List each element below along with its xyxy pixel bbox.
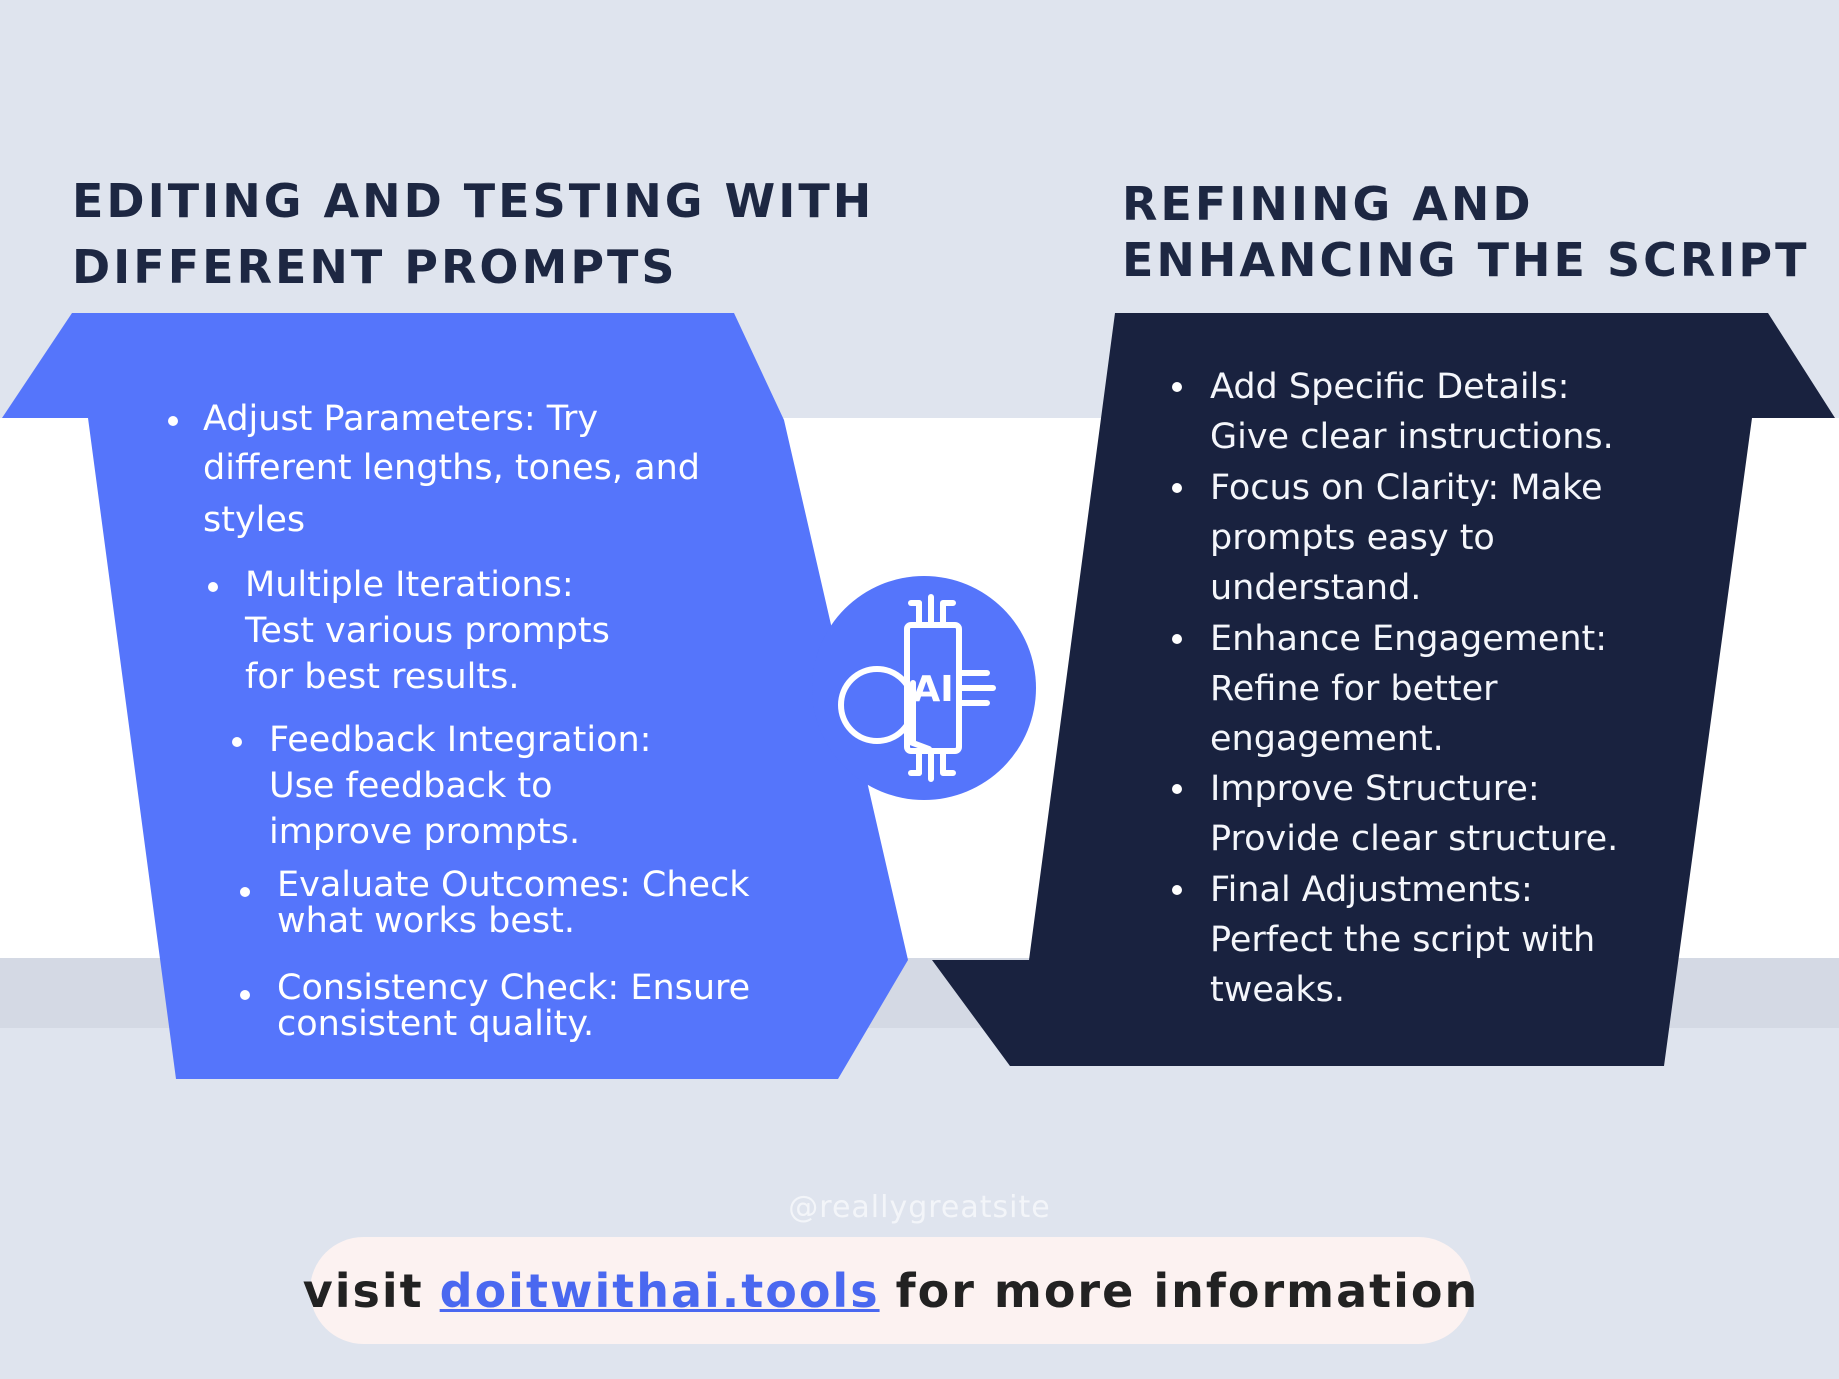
list-item-text: Adjust Parameters: Try different lengths… [203,396,700,546]
line: Adjust Parameters: Try [203,399,599,439]
line: engagement. [1210,719,1444,759]
logo-circle [812,576,1036,800]
bullet-dot [240,990,250,1000]
line: what works best. [277,901,575,941]
line: Feedback Integration: [269,720,652,760]
line: Use feedback to [269,766,553,806]
list-item-text: Add Specific Details: Give clear instruc… [1210,362,1614,462]
list-item-text: Improve Structure: Provide clear structu… [1210,764,1618,864]
bullet-dot [168,416,178,426]
logo-lines [838,594,996,782]
line: Final Adjustments: [1210,870,1533,910]
list-item-text: Multiple Iterations: Test various prompt… [245,562,610,700]
list-item: Add Specific Details: Give clear instruc… [1172,362,1614,462]
line: Focus on Clarity: Make [1210,468,1603,508]
left-heading: EDITING AND TESTING WITH DIFFERENT PROMP… [72,168,874,300]
line: styles [203,500,306,540]
list-item-text: Evaluate Outcomes: Check what works best… [277,867,750,939]
line: Provide clear structure. [1210,819,1619,859]
social-handle: @reallygreatsite [788,1190,1051,1225]
list-item: Consistency Check: Ensure consistent qua… [240,970,750,1042]
left-heading-line-2: DIFFERENT PROMPTS [72,240,678,294]
bullet-dot [1172,885,1182,895]
ai-chip-logo-icon: AI [812,576,1036,800]
line: Refine for better [1210,669,1498,709]
list-item: Adjust Parameters: Try different lengths… [168,396,700,546]
line: Multiple Iterations: [245,565,574,605]
line: understand. [1210,568,1422,608]
line: prompts easy to [1210,518,1495,558]
bullet-dot [240,887,250,897]
list-item-text: Enhance Engagement: Refine for better en… [1210,614,1607,764]
line: different lengths, tones, and [203,448,701,488]
list-item-text: Final Adjustments: Perfect the script wi… [1210,865,1595,1015]
bullet-dot [208,582,218,592]
list-item: Enhance Engagement: Refine for better en… [1172,614,1607,764]
line: Evaluate Outcomes: Check [277,865,750,905]
line: Add Specific Details: [1210,367,1570,407]
bullet-dot [1172,784,1182,794]
list-item: Multiple Iterations: Test various prompt… [208,562,610,700]
footer-suffix: for more information [895,1263,1480,1318]
line: Perfect the script with [1210,920,1596,960]
line: consistent quality. [277,1004,595,1044]
bullet-dot [232,737,242,747]
list-item: Improve Structure: Provide clear structu… [1172,764,1618,864]
logo-text: AI [912,669,953,710]
line: Give clear instructions. [1210,417,1614,457]
footer-prefix: visit [302,1263,424,1318]
list-item: Evaluate Outcomes: Check what works best… [240,867,750,939]
list-item: Final Adjustments: Perfect the script wi… [1172,865,1595,1015]
right-arrow-panel [932,313,1835,1066]
right-heading: REFINING AND ENHANCING THE SCRIPT [1122,176,1810,288]
left-arrow-panel [2,313,908,1079]
line: tweaks. [1210,970,1345,1010]
right-heading-line-2: ENHANCING THE SCRIPT [1122,233,1810,287]
list-item: Feedback Integration: Use feedback to im… [232,717,651,855]
line: Consistency Check: Ensure [277,968,751,1008]
right-heading-line-1: REFINING AND [1122,177,1534,231]
bullet-dot [1172,634,1182,644]
bullet-dot [1172,382,1182,392]
footer-link[interactable]: doitwithai.tools [439,1263,880,1318]
left-heading-line-1: EDITING AND TESTING WITH [72,174,875,228]
list-item: Focus on Clarity: Make prompts easy to u… [1172,463,1603,613]
line: improve prompts. [269,812,581,852]
line: Enhance Engagement: [1210,619,1608,659]
list-item-text: Consistency Check: Ensure consistent qua… [277,970,750,1042]
footer-banner: visit doitwithai.tools for more informat… [303,1237,1477,1344]
line: Improve Structure: [1210,769,1540,809]
line: Test various prompts [245,611,610,651]
line: for best results. [245,657,520,697]
list-item-text: Focus on Clarity: Make prompts easy to u… [1210,463,1603,613]
bullet-dot [1172,483,1182,493]
list-item-text: Feedback Integration: Use feedback to im… [269,717,651,855]
